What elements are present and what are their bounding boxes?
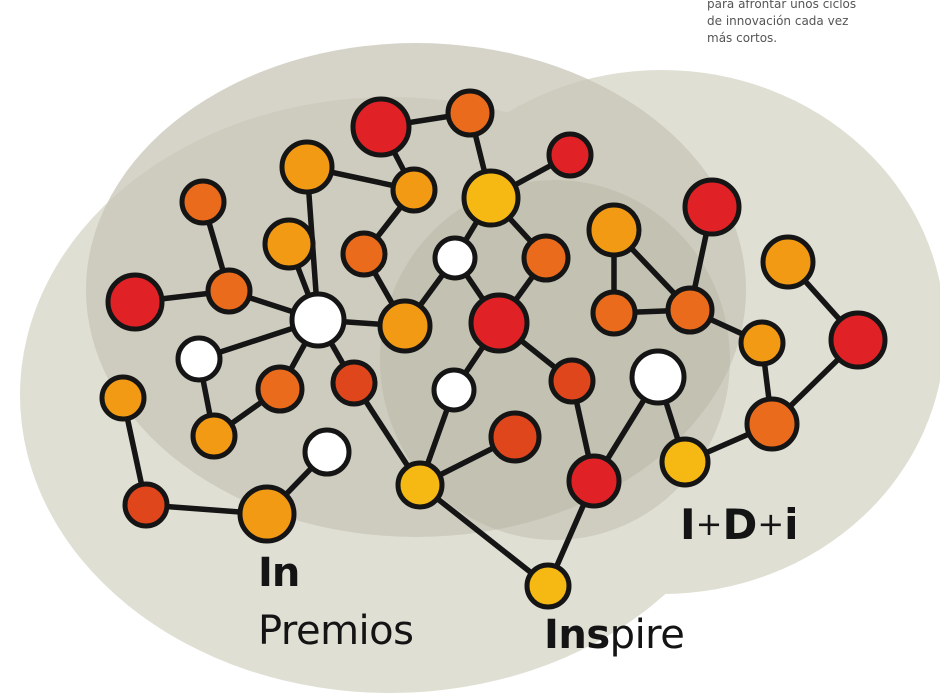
network-node [255, 364, 305, 414]
network-node [175, 335, 223, 383]
label-inspire-bold: Ins [544, 612, 610, 658]
caption-line-2: de innovación cada vez [707, 14, 849, 28]
network-node [432, 235, 478, 281]
network-node [99, 374, 147, 422]
network-node [179, 178, 227, 226]
network-node [205, 267, 253, 315]
network-node [665, 285, 715, 335]
network-node [302, 427, 352, 477]
network-node [279, 139, 335, 195]
network-node [237, 484, 297, 544]
network-node [586, 202, 642, 258]
network-node [390, 166, 438, 214]
network-node [122, 481, 170, 529]
label-idi-plus1: + [695, 505, 723, 543]
network-node [566, 453, 622, 509]
label-idi: I+D+i [680, 500, 799, 549]
network-node [760, 234, 816, 290]
label-idi-i1: I [680, 500, 696, 549]
caption-line-3: más cortos. [707, 31, 778, 45]
network-node [461, 168, 521, 228]
network-node [744, 396, 800, 452]
network-node [629, 348, 687, 406]
network-node [262, 217, 316, 271]
network-node [828, 310, 888, 370]
network-node [488, 410, 542, 464]
network-node [524, 562, 572, 610]
network-edge [417, 482, 551, 589]
network-node [395, 460, 445, 510]
label-idi-d: D [722, 500, 758, 549]
network-node [190, 412, 238, 460]
network-node [468, 292, 530, 354]
network-node [289, 291, 347, 349]
network-node [548, 357, 596, 405]
caption-line-1: para afrontar unos ciclos [707, 0, 857, 11]
label-inspire-rest: pire [609, 612, 685, 658]
network-node [546, 131, 594, 179]
network-node [521, 233, 571, 283]
network-node [659, 436, 711, 488]
network-node [590, 289, 638, 337]
network-node [330, 359, 378, 407]
label-idi-i2: i [784, 500, 799, 549]
network-node [105, 272, 165, 332]
network-node [682, 177, 742, 237]
network-node [738, 319, 786, 367]
network-node [377, 298, 433, 354]
network-node [340, 230, 388, 278]
network-node [350, 96, 412, 158]
label-premios: Premios [258, 608, 414, 654]
label-in: In [258, 550, 300, 596]
network-node [445, 88, 495, 138]
label-idi-plus2: + [757, 505, 785, 543]
network-node [431, 367, 477, 413]
label-inspire: Inspire [544, 612, 685, 658]
caption-text: para afrontar unos ciclos de innovación … [707, 0, 937, 47]
